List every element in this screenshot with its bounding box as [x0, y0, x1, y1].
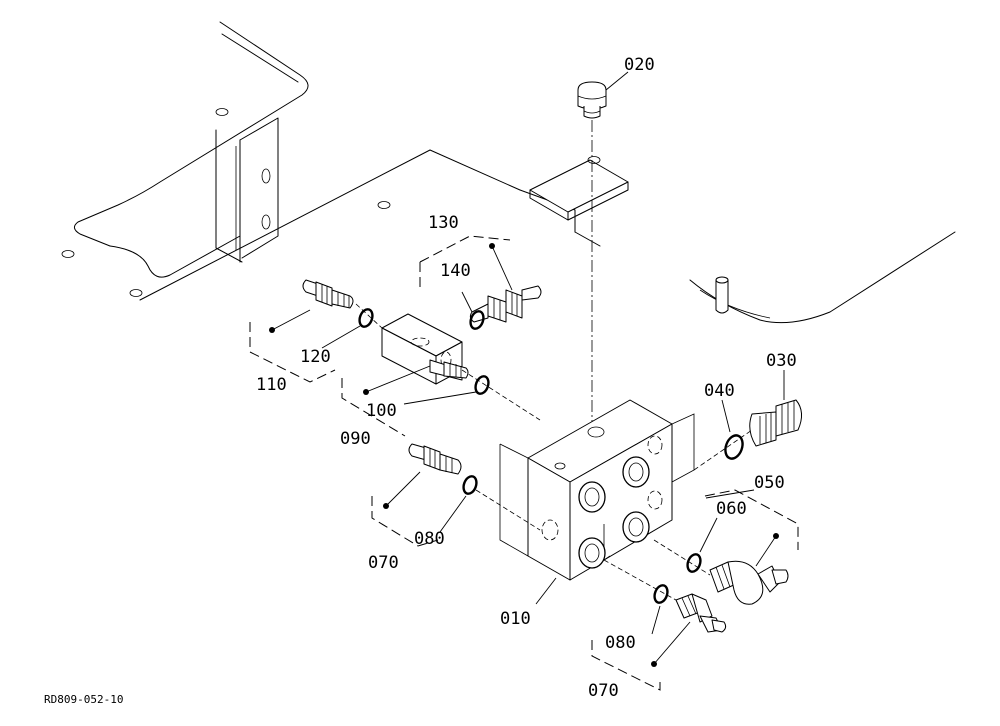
oring-060 — [686, 553, 702, 573]
locating-pin — [715, 276, 729, 314]
callout-140: 140 — [440, 261, 471, 281]
callout-labels: 020 030 040 050 060 010 080 070 080 070 … — [256, 55, 797, 701]
callout-020: 020 — [624, 55, 655, 75]
callout-090: 090 — [340, 429, 371, 449]
oring-120 — [358, 308, 374, 328]
valve-block-010 — [499, 399, 695, 581]
assembly-brackets — [249, 235, 799, 691]
oring-140 — [469, 310, 485, 330]
callout-070-right: 070 — [588, 681, 619, 701]
fitting-120 — [302, 279, 383, 329]
callout-080-right: 080 — [605, 633, 636, 653]
callout-130: 130 — [428, 213, 459, 233]
oring-040 — [724, 434, 744, 460]
fitting-080-left — [408, 443, 541, 531]
callout-050: 050 — [754, 473, 785, 493]
frame-plate-left — [61, 21, 391, 297]
oring-100 — [474, 375, 490, 395]
o-rings — [358, 308, 744, 604]
callout-010: 010 — [500, 609, 531, 629]
oring-080-left — [462, 475, 478, 495]
callout-070-left: 070 — [368, 553, 399, 573]
callout-110: 110 — [256, 375, 287, 395]
elbow-fitting-050 — [653, 539, 789, 605]
fitting-030 — [693, 399, 802, 471]
frame-plate-right — [139, 149, 956, 324]
callout-040: 040 — [704, 381, 735, 401]
callout-030: 030 — [766, 351, 797, 371]
relief-valve-090 — [381, 313, 541, 421]
callout-100: 100 — [366, 401, 397, 421]
bolt-020 — [577, 81, 607, 430]
callout-060: 060 — [716, 499, 747, 519]
callout-080-left: 080 — [414, 529, 445, 549]
fitting-080-right — [603, 559, 727, 633]
callout-120: 120 — [300, 347, 331, 367]
oring-080-right — [653, 584, 669, 604]
callout-leaders — [321, 71, 785, 635]
mounting-bracket — [529, 156, 629, 221]
fitting-140 — [469, 285, 542, 323]
leader-dots — [269, 243, 779, 667]
drawing-number: RD809-052-10 — [44, 693, 123, 706]
